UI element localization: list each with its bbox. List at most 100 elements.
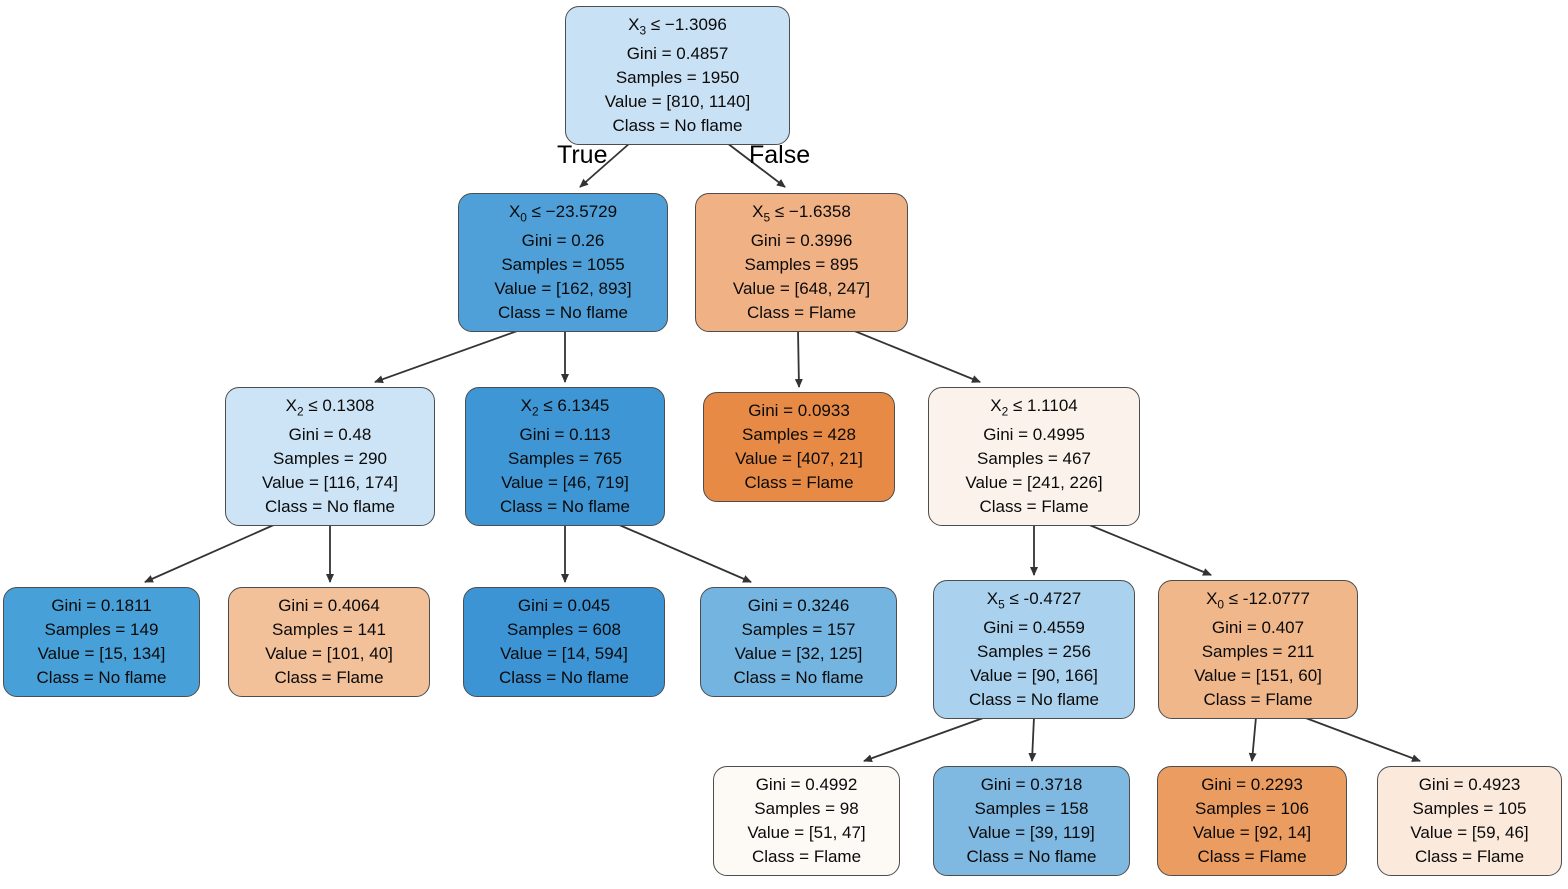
value-distribution: Value = [241, 226] [965,473,1103,493]
class-label: Class = No flame [612,116,743,136]
split-condition: X2 ≤ 0.1308 [285,396,375,419]
class-label: Class = No flame [966,847,1097,866]
edge-n12-to-n16 [1302,716,1421,762]
tree-leaf-5: Gini = 0.0933 Samples = 428 Value = [407… [703,392,895,502]
tree-leaf-16: Gini = 0.4923 Samples = 105 Value = [59,… [1377,766,1562,876]
class-label: Class = No flame [498,303,628,323]
tree-leaf-13: Gini = 0.4992 Samples = 98 Value = [51, … [713,766,900,876]
tree-leaf-8: Gini = 0.4064 Samples = 141 Value = [101… [228,587,430,697]
tree-leaf-10: Gini = 0.3246 Samples = 157 Value = [32,… [700,587,897,697]
edge-n11-to-n14 [1028,716,1037,762]
edge-n2-to-n6 [851,329,981,383]
value-distribution: Value = [101, 40] [265,644,393,663]
gini-value: Gini = 0.4559 [983,618,1085,638]
gini-value: Gini = 0.113 [519,425,611,445]
edge-label-true: True [557,141,608,169]
samples-count: Samples = 105 [1412,799,1527,818]
split-condition: X3 ≤ −1.3096 [628,15,727,38]
value-distribution: Value = [648, 247] [732,279,871,299]
edge-n12-to-n15 [1248,716,1257,762]
value-distribution: Value = [39, 119] [968,823,1095,842]
samples-count: Samples = 106 [1195,799,1309,818]
gini-value: Gini = 0.2293 [1201,775,1303,794]
value-distribution: Value = [162, 893] [494,279,632,299]
edge-n3-to-n7 [144,523,277,583]
value-distribution: Value = [90, 166] [970,666,1098,686]
gini-value: Gini = 0.4923 [1418,775,1521,794]
samples-count: Samples = 211 [1201,642,1315,662]
samples-count: Samples = 1950 [615,68,740,88]
value-distribution: Value = [51, 47] [747,823,866,842]
value-distribution: Value = [116, 174] [262,473,398,493]
class-label: Class = Flame [1414,847,1525,866]
class-label: Class = Flame [1203,690,1313,710]
value-distribution: Value = [407, 21] [735,449,863,468]
class-label: Class = Flame [744,473,854,492]
tree-node-12: X0 ≤ -12.0777 Gini = 0.407 Samples = 211… [1158,580,1358,720]
value-distribution: Value = [151, 60] [1194,666,1322,686]
class-label: Class = No flame [499,668,629,687]
samples-count: Samples = 290 [273,449,387,469]
value-distribution: Value = [810, 1140] [604,92,751,112]
gini-value: Gini = 0.3246 [747,596,850,615]
samples-count: Samples = 608 [507,620,621,639]
value-distribution: Value = [32, 125] [734,644,863,663]
samples-count: Samples = 141 [272,620,386,639]
value-distribution: Value = [15, 134] [37,644,166,663]
class-label: Class = Flame [979,497,1089,517]
samples-count: Samples = 158 [974,799,1089,818]
value-distribution: Value = [59, 46] [1410,823,1529,842]
split-condition: X2 ≤ 1.1104 [990,396,1078,419]
samples-count: Samples = 1055 [501,255,625,275]
samples-count: Samples = 256 [977,642,1091,662]
split-condition: X5 ≤ −1.6358 [752,202,851,225]
class-label: Class = Flame [746,303,857,323]
class-label: Class = Flame [1197,847,1307,866]
tree-leaf-15: Gini = 0.2293 Samples = 106 Value = [92,… [1157,766,1347,876]
tree-node-root: X3 ≤ −1.3096 Gini = 0.4857 Samples = 195… [565,6,790,146]
tree-node-11: X5 ≤ -0.4727 Gini = 0.4559 Samples = 256… [933,580,1135,720]
tree-leaf-7: Gini = 0.1811 Samples = 149 Value = [15,… [3,587,200,697]
tree-node-1: X0 ≤ −23.5729 Gini = 0.26 Samples = 1055… [458,193,668,333]
edge-n1-to-n3 [374,329,521,384]
split-condition: X5 ≤ -0.4727 [986,589,1082,612]
gini-value: Gini = 0.3996 [750,231,853,251]
samples-count: Samples = 149 [44,620,159,639]
gini-value: Gini = 0.4064 [278,596,380,615]
split-condition: X2 ≤ 6.1345 [520,396,610,419]
tree-node-6: X2 ≤ 1.1104 Gini = 0.4995 Samples = 467 … [928,387,1140,527]
value-distribution: Value = [14, 594] [500,644,628,663]
samples-count: Samples = 467 [977,449,1091,469]
samples-count: Samples = 765 [508,449,622,469]
tree-leaf-9: Gini = 0.045 Samples = 608 Value = [14, … [463,587,665,697]
class-label: Class = Flame [274,668,384,687]
gini-value: Gini = 0.48 [288,425,372,445]
gini-value: Gini = 0.4857 [626,44,729,64]
class-label: Class = No flame [265,497,395,517]
split-condition: X0 ≤ -12.0777 [1206,589,1310,612]
samples-count: Samples = 428 [742,425,856,444]
class-label: Class = No flame [733,668,864,687]
class-label: Class = No flame [36,668,167,687]
samples-count: Samples = 157 [741,620,856,639]
class-label: Class = No flame [500,497,630,517]
edge-n4-to-n10 [616,523,752,583]
gini-value: Gini = 0.407 [1211,618,1305,638]
split-condition: X0 ≤ −23.5729 [508,202,618,225]
gini-value: Gini = 0.4995 [983,425,1085,445]
samples-count: Samples = 895 [744,255,859,275]
edge-label-false: False [749,141,811,169]
edge-n6-to-n12 [1086,523,1212,576]
tree-node-4: X2 ≤ 6.1345 Gini = 0.113 Samples = 765 V… [465,387,665,527]
gini-value: Gini = 0.1811 [51,596,152,615]
gini-value: Gini = 0.26 [521,231,605,251]
gini-value: Gini = 0.4992 [755,775,858,794]
gini-value: Gini = 0.0933 [748,401,850,420]
samples-count: Samples = 98 [754,799,859,818]
gini-value: Gini = 0.3718 [980,775,1083,794]
value-distribution: Value = [46, 719] [501,473,629,493]
tree-node-2: X5 ≤ −1.6358 Gini = 0.3996 Samples = 895… [695,193,908,333]
gini-value: Gini = 0.045 [517,596,611,615]
edge-n11-to-n13 [863,716,987,763]
